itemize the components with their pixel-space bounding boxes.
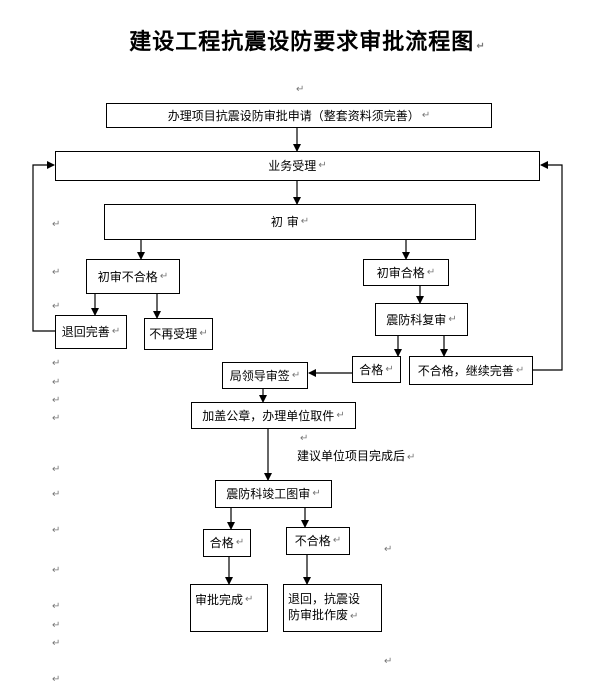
paragraph-mark: ↵ [52,358,61,369]
paragraph-mark: ↵ [52,565,61,576]
node-pass-recheck: 合格↵ [352,356,401,383]
node-first-fail: 初审不合格↵ [86,259,180,294]
node-acceptance-review: 震防科竣工图审↵ [215,480,332,508]
node-return-perfect: 退回完善↵ [55,315,127,349]
paragraph-mark: ↵ [52,267,61,278]
page-title: 建设工程抗震设防要求审批流程图↵ [129,30,486,55]
paragraph-mark: ↵ [52,464,61,475]
paragraph-mark: ↵ [296,84,305,95]
node-fail-acceptance: 不合格↵ [286,527,350,555]
node-pass-acceptance: 合格↵ [203,529,251,557]
paragraph-mark: ↵ [52,395,61,406]
completion-note: 建议单位项目完成后↵ [297,449,416,463]
node-recheck: 震防科复审↵ [375,303,468,336]
node-seal: 加盖公章，办理单位取件↵ [191,402,356,429]
paragraph-mark: ↵ [300,433,309,444]
paragraph-mark: ↵ [52,638,61,649]
arrow-fail-continue-loop-to-accept [533,161,563,371]
paragraph-mark: ↵ [52,601,61,612]
node-leader-sign: 局领导审签↵ [222,362,308,389]
paragraph-mark: ↵ [52,377,61,388]
paragraph-mark: ↵ [52,620,61,631]
node-no-accept: 不再受理↵ [144,318,213,350]
node-first-review: 初 审↵ [104,204,476,240]
paragraph-mark: ↵ [52,674,61,685]
paragraph-mark: ↵ [52,301,61,312]
node-revoke: 退回，抗震设 防审批作废↵ [283,584,382,632]
node-accept: 业务受理↵ [55,151,540,181]
node-approved: 审批完成↵ [190,584,268,632]
paragraph-mark: ↵ [52,413,61,424]
arrow-return-loop-to-accept [32,161,55,332]
paragraph-mark: ↵ [52,219,61,230]
paragraph-mark: ↵ [384,656,393,667]
paragraph-mark: ↵ [52,489,61,500]
paragraph-mark: ↵ [52,525,61,536]
paragraph-mark: ↵ [384,544,393,555]
node-fail-continue: 不合格，继续完善↵ [409,356,533,385]
node-first-pass: 初审合格↵ [363,259,449,286]
node-apply: 办理项目抗震设防审批申请（整套资料须完善）↵ [106,103,492,128]
